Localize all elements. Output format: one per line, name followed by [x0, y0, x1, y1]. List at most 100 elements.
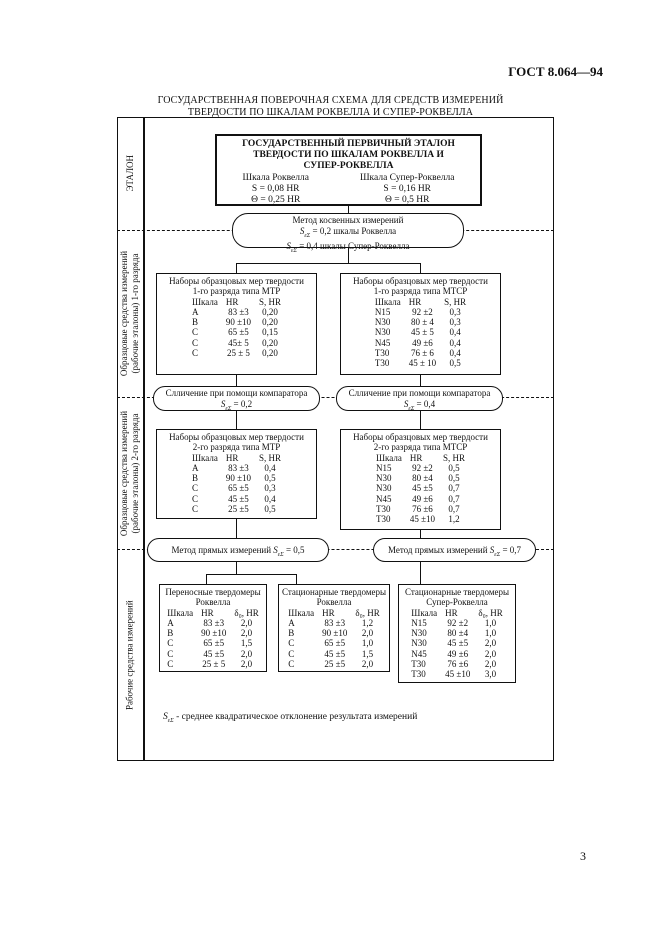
etalon-title-2: ТВЕРДОСТИ ПО ШКАЛАМ РОКВЕЛЛА И: [253, 150, 444, 160]
table-cell: 0,15: [262, 327, 278, 338]
table-cell: 45 ± 10: [408, 358, 437, 369]
table-cell: 2,0: [240, 648, 253, 659]
comparator-right-title: Слличение при помощи компаратора: [348, 388, 491, 398]
column-header: δ₀, HR: [355, 607, 380, 618]
table-cell: 80 ±4: [412, 473, 433, 484]
direct-method-left-pill: Метод прямых измерений SεΣ = 0,5: [147, 538, 329, 562]
table-cell: 92 ±2: [412, 306, 433, 317]
side-column-divider: [143, 117, 145, 761]
schema-title-line2: ТВЕРДОСТИ ПО ШКАЛАМ РОКВЕЛЛА И СУПЕР-РОК…: [187, 107, 474, 118]
column-header: δ₀, HR: [478, 607, 503, 618]
column-header: S, HR: [259, 296, 282, 307]
comparator-left-pill: Слличение при помощи компаратора SεΣ = 0…: [153, 386, 320, 411]
etalon-super-theta: Θ = 0,5 HR: [385, 195, 430, 205]
etalon-super: Шкала Супер-Роквелла S = 0,16 HR Θ = 0,5…: [360, 173, 455, 206]
table-cell: C: [191, 493, 198, 504]
box-title-line2: 2-го разряда типа МТР: [192, 442, 281, 453]
table-cell: 45 ±10: [409, 514, 436, 525]
symbol-s: S: [163, 712, 168, 722]
table-cell: C: [167, 648, 174, 659]
table-cell: 0,4: [264, 462, 276, 473]
side-label-working: Рабочие средства измерений: [117, 549, 143, 761]
box-title-line2: 1-го разряда типа МТСР: [373, 286, 468, 297]
etalon-title-1: ГОСУДАРСТВЕННЫЙ ПЕРВИЧНЫЙ ЭТАЛОН: [242, 139, 455, 149]
etalon-rockwell-theta: Θ = 0,25 HR: [251, 195, 301, 205]
connector: [236, 263, 238, 273]
symbol-sub: εΣ: [225, 405, 232, 412]
side-label-etalon: ЭТАЛОН: [117, 117, 143, 230]
table-cell: N15: [375, 462, 392, 473]
separator-first-rank: [117, 397, 554, 398]
side-label-first-rank-l2: (рабочие эталоны) 1-го разряда: [130, 253, 140, 374]
table-cell: 90 ±10: [201, 628, 227, 639]
side-label-second-rank-l1: Образцовые средства измерений: [119, 410, 130, 536]
table-cell: 65 ±5: [228, 483, 249, 494]
table-cell: C: [288, 659, 295, 670]
indirect-method-line2-value: = 0,4 шкалы Супер-Роквелла: [296, 240, 410, 251]
table-cell: 80 ±4: [447, 628, 469, 639]
comparator-left-value-text: = 0,2: [231, 398, 253, 409]
table-cell: 65 ±5: [324, 638, 346, 649]
connector: [348, 248, 350, 263]
table-cell: 45 ±5: [203, 648, 225, 659]
table-cell: 0,3: [449, 306, 461, 317]
direct-left-value: = 0,5: [283, 545, 305, 555]
indirect-method-line1-value: = 0,2 шкалы Роквелла: [310, 225, 397, 236]
table-cell: B: [288, 628, 295, 639]
symbol-sub: εΣ: [494, 551, 501, 558]
box-title-line1: Наборы образцовых мер твердости: [169, 276, 304, 286]
table-cell: 2,0: [240, 659, 253, 670]
connector: [420, 263, 422, 273]
table-cell: 0,4: [449, 327, 461, 338]
table-cell: 90 ±10: [225, 317, 252, 328]
separator-second-rank: [117, 549, 554, 550]
table-cell: 76 ± 6: [410, 348, 434, 359]
direct-method-right-pill: Метод прямых измерений SεΣ = 0,7: [373, 538, 536, 562]
table-cell: 0,5: [448, 473, 460, 484]
table-cell: 76 ±6: [447, 659, 469, 670]
column-header: HR: [322, 607, 335, 618]
box-title-line1: Переносные твердомеры: [165, 587, 261, 597]
table-cell: N30: [374, 327, 391, 338]
table-cell: B: [191, 317, 198, 328]
indirect-method-pill: Метод косвенных измерений SεΣ = 0,2 шкал…: [232, 213, 464, 254]
table-cell: 1,0: [484, 617, 497, 628]
state-primary-standard-box: ГОСУДАРСТВЕННЫЙ ПЕРВИЧНЫЙ ЭТАЛОН ТВЕРДОС…: [215, 134, 482, 206]
table-cell: 1,5: [361, 648, 374, 659]
side-label-second-rank-l2: (рабочие эталоны) 2-го разряда: [130, 413, 140, 533]
side-label-first-rank: Образцовые средства измерений(рабочие эт…: [117, 230, 143, 397]
column-header: Шкала: [374, 296, 401, 307]
column-header: HR: [445, 607, 458, 618]
column-header: Шкала: [411, 607, 438, 618]
table-cell: 80 ± 4: [410, 317, 434, 328]
table-cell: 1,0: [484, 628, 497, 639]
table-cell: B: [167, 628, 174, 639]
table-cell: A: [191, 462, 199, 473]
table-cell: 0,5: [264, 473, 276, 484]
table-cell: T30: [374, 348, 390, 359]
table-cell: A: [191, 306, 199, 317]
box-title-line2: 2-го разряда типа МТСР: [373, 442, 468, 453]
table-cell: 65 ±5: [203, 638, 225, 649]
table-cell: 83 ±3: [324, 617, 346, 628]
